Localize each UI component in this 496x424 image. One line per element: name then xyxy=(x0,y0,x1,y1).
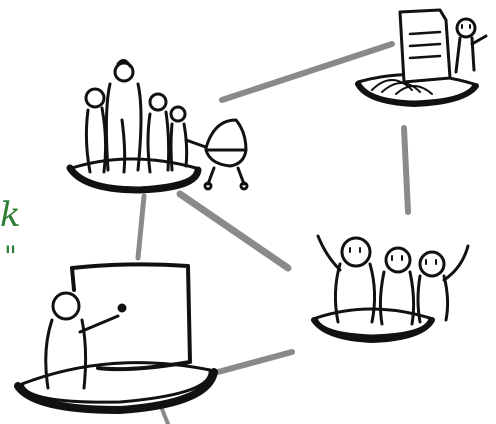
three-cheering-people-icon xyxy=(314,236,468,340)
edge-presenter-to-cheering xyxy=(218,352,292,372)
edge-family-to-cheering xyxy=(180,194,288,268)
left-annotation-fragment-1: k xyxy=(0,195,21,235)
edge-document-to-cheering xyxy=(404,128,408,212)
edge-family-to-presenter xyxy=(138,196,144,258)
family-with-stroller-icon xyxy=(70,60,247,190)
left-annotation-fragment-2: " xyxy=(4,240,17,273)
person-presenting-at-board-icon xyxy=(18,264,214,410)
document-with-waving-person-icon xyxy=(358,10,486,104)
